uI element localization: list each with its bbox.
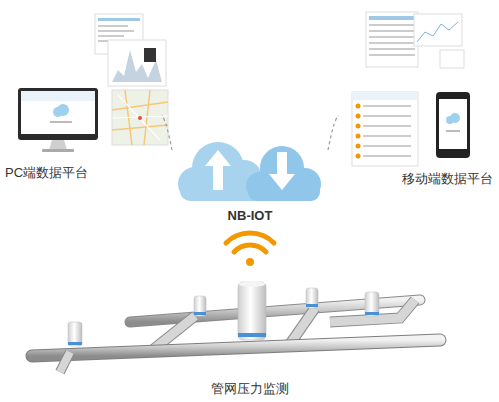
mobile-phone: [436, 92, 470, 158]
node-label: NB-IOT: [225, 207, 276, 225]
pc-monitor: [18, 88, 98, 152]
cloud-icon: [178, 142, 321, 201]
wifi-signal: [226, 233, 274, 266]
dashed-connector: [162, 115, 172, 150]
pc-screenshots: [95, 14, 168, 145]
node-label: 管网压力监测: [208, 380, 292, 398]
dashed-connector: [328, 115, 338, 150]
monitoring-node: 管网压力监测: [10, 268, 489, 398]
pressure-sensors: [68, 281, 379, 346]
network-node: NB-IOT: [172, 135, 328, 225]
node-label: PC端数据平台: [2, 164, 91, 182]
platform-node: 移动端数据平台: [338, 5, 496, 188]
platform-node: PC端数据平台: [2, 60, 162, 182]
node-label: 移动端数据平台: [399, 170, 496, 188]
